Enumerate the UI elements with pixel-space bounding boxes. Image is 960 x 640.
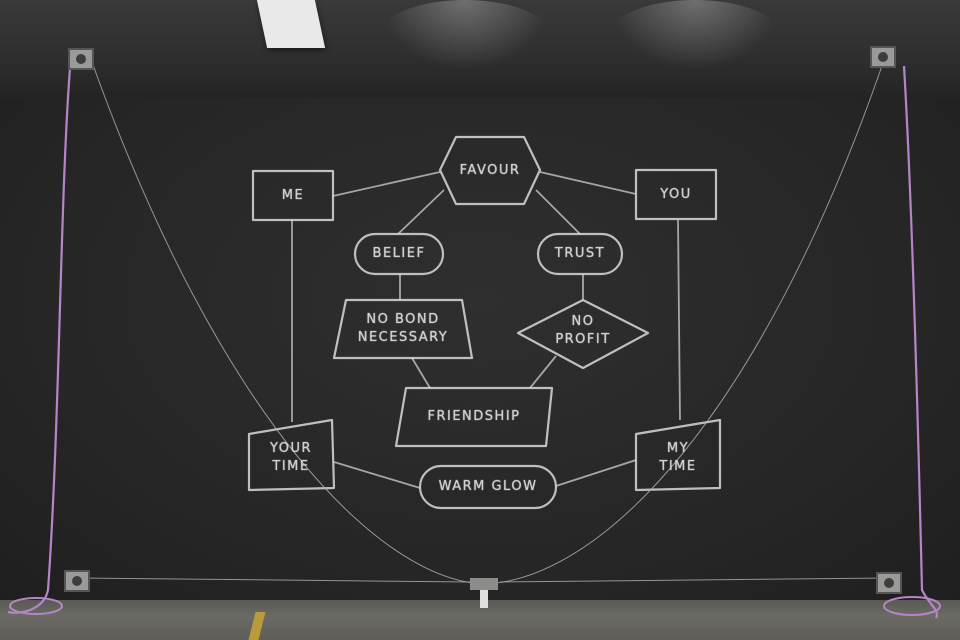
trust-pill — [536, 232, 624, 276]
ceiling — [0, 0, 960, 98]
node-friendship: FRIENDSHIP — [427, 409, 521, 424]
motor-bracket-bottom-left — [64, 570, 90, 592]
noprofit-diamond — [516, 298, 650, 370]
node-favour: FAVOUR — [459, 163, 521, 178]
node-my-time: MY TIME — [659, 441, 697, 474]
node-you: YOU — [660, 187, 692, 202]
you-box — [634, 168, 718, 221]
ceiling-light — [610, 0, 780, 70]
node-your-time: YOUR TIME — [269, 441, 312, 474]
wire-right — [483, 59, 885, 585]
node-no-profit: NO PROFIT — [555, 314, 611, 347]
node-belief: BELIEF — [372, 246, 426, 261]
yourtime-box — [247, 418, 336, 492]
line-favour-belief — [397, 189, 445, 235]
friendship-parallelogram — [394, 386, 554, 448]
line-yourtime-warmglow — [333, 461, 421, 489]
node-warm-glow: WARM GLOW — [438, 479, 538, 494]
line-favour-you — [539, 171, 637, 195]
motor-bracket-top-right — [870, 46, 896, 68]
connector-lines — [291, 171, 681, 489]
belief-pill — [353, 232, 445, 276]
node-trust: TRUST — [554, 246, 606, 261]
cable-right — [902, 65, 938, 619]
motor-bracket-top-left — [68, 48, 94, 70]
line-nobond-friendship — [411, 357, 431, 389]
line-you-mytime — [677, 219, 681, 421]
node-me: ME — [281, 188, 305, 203]
motor-bracket-bottom-right — [876, 572, 902, 594]
node-no-bond-necessary: NO BOND NECESSARY — [357, 312, 449, 345]
ceiling-light — [380, 0, 550, 70]
chalk-stick — [480, 590, 488, 608]
me-box — [251, 169, 335, 222]
wire-floor-left — [77, 577, 471, 583]
pen-holder — [470, 578, 498, 590]
cable-left — [7, 67, 72, 614]
cable-coil-right — [883, 596, 941, 616]
line-favour-trust — [535, 189, 581, 235]
line-warmglow-mytime — [555, 459, 637, 487]
warmglow-pill — [418, 464, 558, 510]
mytime-box — [634, 418, 722, 492]
line-noprofit-friendship — [529, 355, 557, 389]
line-me-favour — [332, 171, 441, 197]
wire-left — [91, 61, 485, 585]
favour-hexagon — [438, 135, 542, 206]
wire-floor-right — [499, 577, 889, 583]
chalkboard-wall — [0, 98, 960, 600]
cable-coil-left — [9, 597, 63, 615]
nobond-trapezoid — [332, 298, 474, 360]
